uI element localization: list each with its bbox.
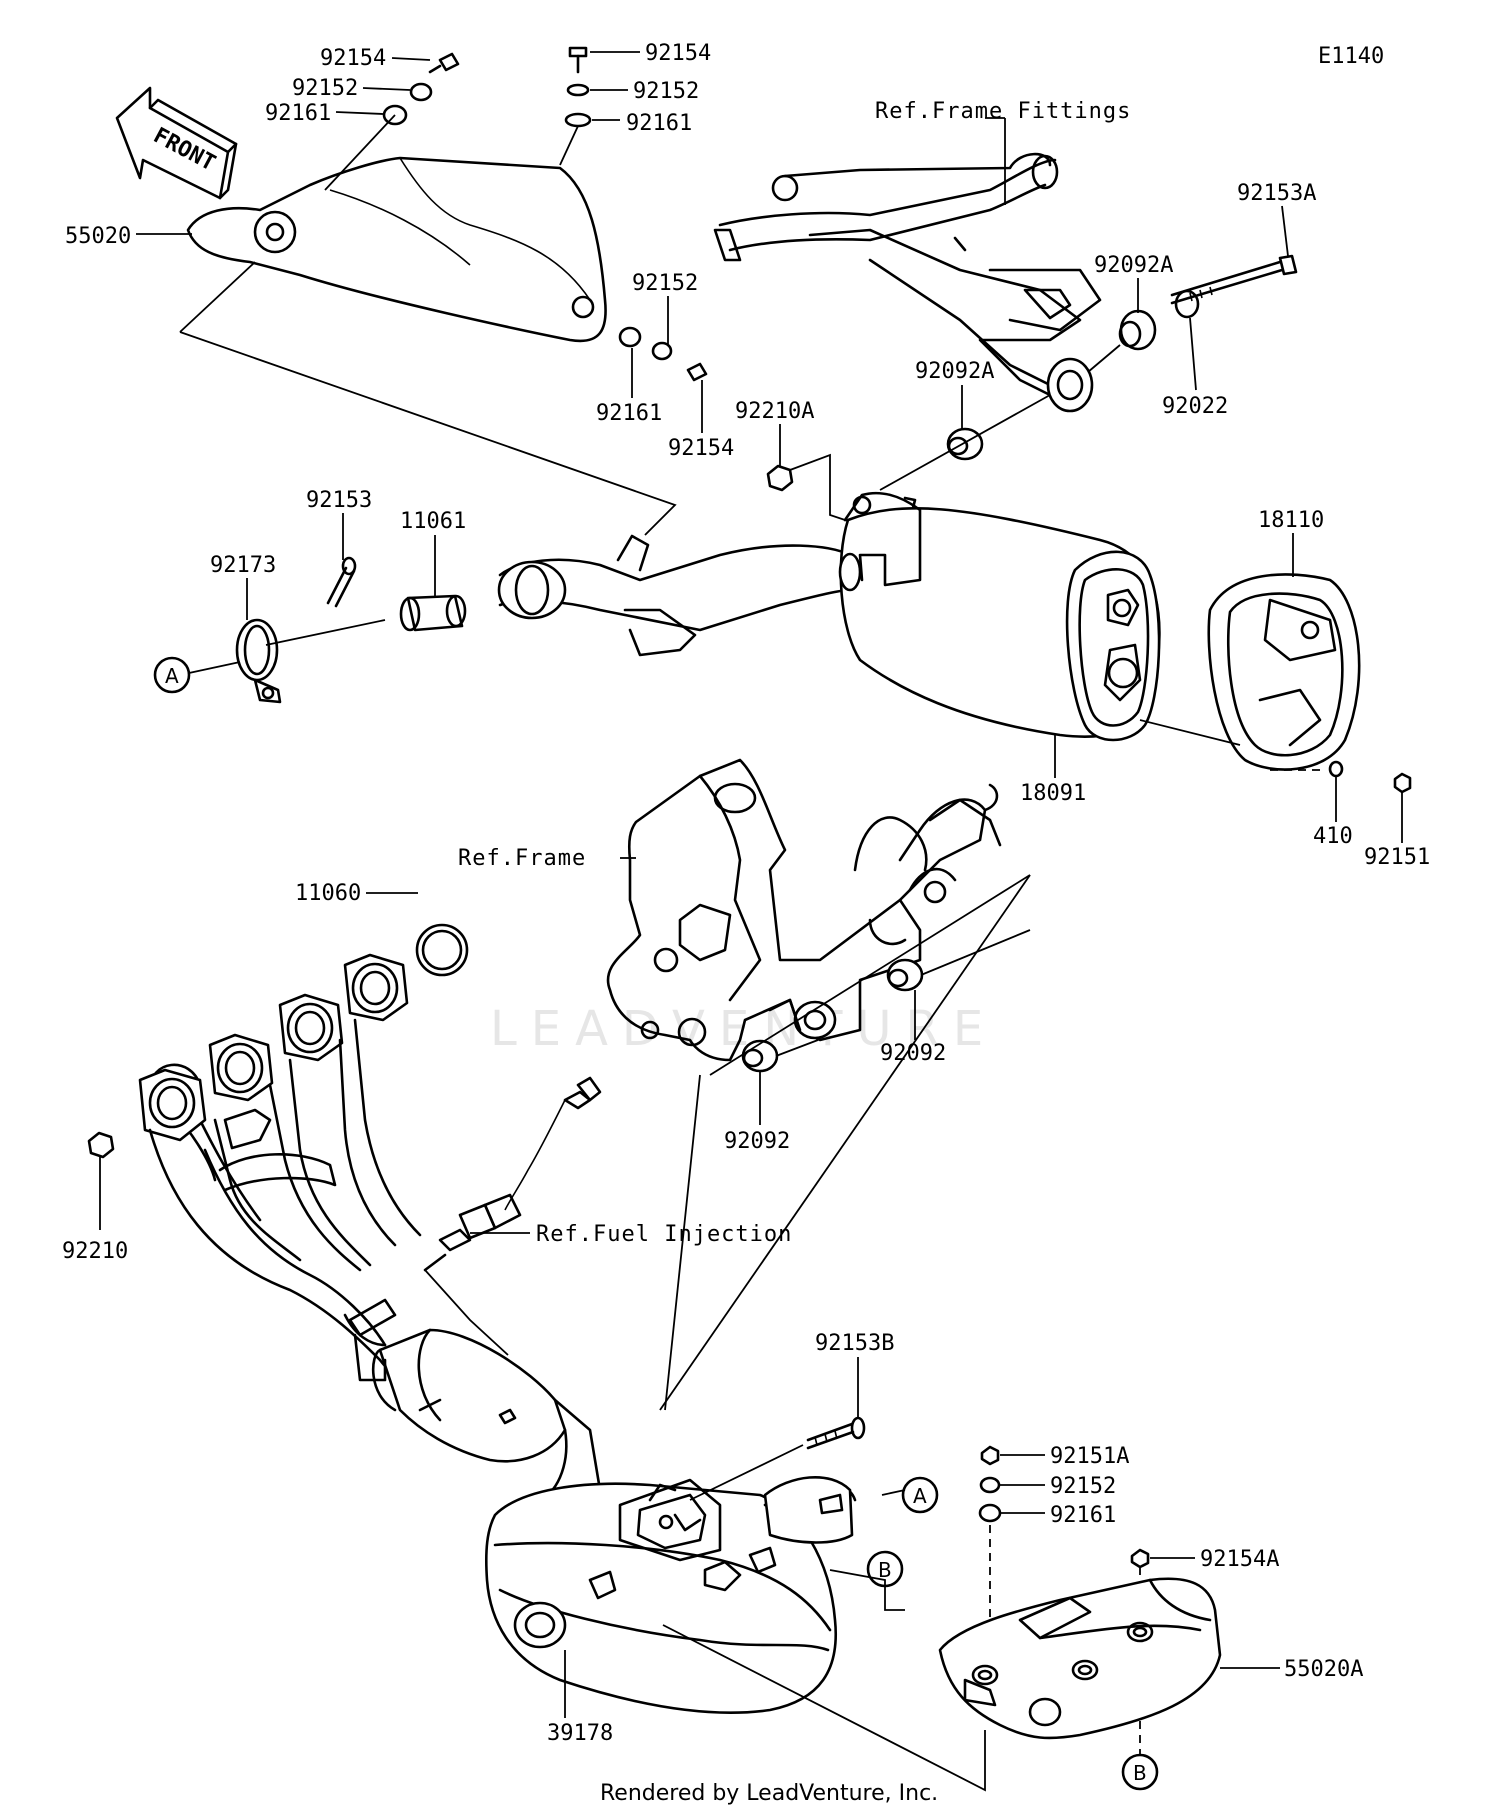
end-cap-18110	[1207, 573, 1361, 771]
gasket-11061	[399, 594, 467, 632]
label-92092-right: 92092	[880, 1041, 946, 1066]
clamp-92173	[235, 618, 282, 704]
label-39178: 39178	[547, 1721, 613, 1746]
bolt-92154-top-left	[428, 52, 460, 74]
gasket-11060	[415, 923, 469, 977]
label-92153B: 92153B	[815, 1331, 894, 1356]
label-92154A: 92154A	[1200, 1547, 1279, 1572]
label-18110: 18110	[1258, 508, 1324, 533]
label-410: 410	[1313, 824, 1353, 849]
pre-chamber-39178	[484, 1475, 857, 1714]
nut-92161-low	[978, 1503, 1002, 1523]
label-92161-top-left: 92161	[265, 101, 331, 126]
label-92173: 92173	[210, 553, 276, 578]
svg-text:A: A	[913, 1484, 927, 1508]
grommet-92092A-mid	[946, 427, 984, 461]
exhaust-header	[138, 923, 602, 1502]
label-92153: 92153	[306, 488, 372, 513]
washer-92152-mid	[651, 341, 673, 361]
nut-92210	[87, 1131, 115, 1159]
screw-92151A	[980, 1445, 1000, 1466]
grommet-92092A-right	[1118, 309, 1157, 351]
footer-credit: Rendered by LeadVenture, Inc.	[600, 1781, 938, 1806]
washer-410	[1328, 760, 1344, 778]
svg-text:A: A	[165, 664, 179, 688]
ref-fuel-injection-label: Ref.Fuel Injection	[536, 1222, 792, 1247]
nut-92210A	[766, 464, 794, 492]
label-92151A: 92151A	[1050, 1444, 1129, 1469]
label-92152-mid: 92152	[632, 271, 698, 296]
muffler-18091	[497, 491, 1161, 742]
label-92161-top-mid: 92161	[626, 111, 692, 136]
screw-92154A	[1130, 1548, 1150, 1569]
label-92151: 92151	[1364, 845, 1430, 870]
label-92161-mid: 92161	[596, 401, 662, 426]
label-92152-top-mid: 92152	[633, 79, 699, 104]
label-92022: 92022	[1162, 394, 1228, 419]
leader-cover-to-muffler	[179, 261, 256, 333]
callout-a-right: A	[901, 1476, 939, 1514]
label-92154-top-mid: 92154	[645, 41, 711, 66]
label-92092-left: 92092	[724, 1129, 790, 1154]
svg-text:B: B	[878, 1558, 892, 1582]
bolt-92154-top-mid	[568, 46, 588, 74]
frame	[606, 758, 1002, 1062]
washer-92152-top-mid	[566, 83, 590, 97]
label-92153A: 92153A	[1237, 181, 1316, 206]
callout-a-left: A	[153, 656, 191, 694]
svg-text:B: B	[1133, 1761, 1147, 1785]
label-92152-top-left: 92152	[292, 76, 358, 101]
label-92092A-mid: 92092A	[915, 359, 994, 384]
label-18091: 18091	[1020, 781, 1086, 806]
label-92210: 92210	[62, 1239, 128, 1264]
label-92210A: 92210A	[735, 399, 814, 424]
grommet-92092-right	[886, 958, 924, 992]
label-55020: 55020	[65, 224, 131, 249]
bolt-92153	[326, 556, 357, 608]
heat-cover-55020	[186, 156, 607, 343]
washer-92022	[1174, 289, 1200, 319]
screw-92151	[1393, 772, 1412, 794]
label-55020A: 55020A	[1284, 1657, 1363, 1682]
bolt-92153A	[1170, 254, 1298, 305]
callout-b-mid: B	[866, 1550, 904, 1588]
nut-92161-top-mid	[564, 112, 592, 128]
label-92092A-right: 92092A	[1094, 253, 1173, 278]
ref-frame-fittings-label: Ref.Frame Fittings	[875, 99, 1131, 124]
bolt-92154-mid	[686, 362, 708, 382]
label-92154-mid: 92154	[668, 436, 734, 461]
nut-92161-top-left	[382, 104, 408, 126]
label-92152-low: 92152	[1050, 1474, 1116, 1499]
o2-sensor	[423, 1076, 602, 1272]
diagram-code: E1140	[1318, 44, 1384, 69]
ref-frame-label: Ref.Frame	[458, 846, 586, 871]
label-92161-low: 92161	[1050, 1503, 1116, 1528]
label-11060: 11060	[295, 881, 361, 906]
nut-92161-mid	[618, 326, 642, 348]
label-92154-top-left: 92154	[320, 46, 386, 71]
washer-92152-low	[979, 1476, 1001, 1494]
heat-cover-55020A	[938, 1577, 1222, 1740]
frame-fittings	[713, 152, 1102, 413]
label-11061: 11061	[400, 509, 466, 534]
callout-b-bottom: B	[1121, 1753, 1159, 1791]
front-arrow-icon: FRONT	[115, 86, 238, 200]
grommet-92092-left	[741, 1039, 779, 1073]
washer-92152-top-left	[409, 82, 433, 102]
bolt-92153B	[806, 1416, 866, 1450]
